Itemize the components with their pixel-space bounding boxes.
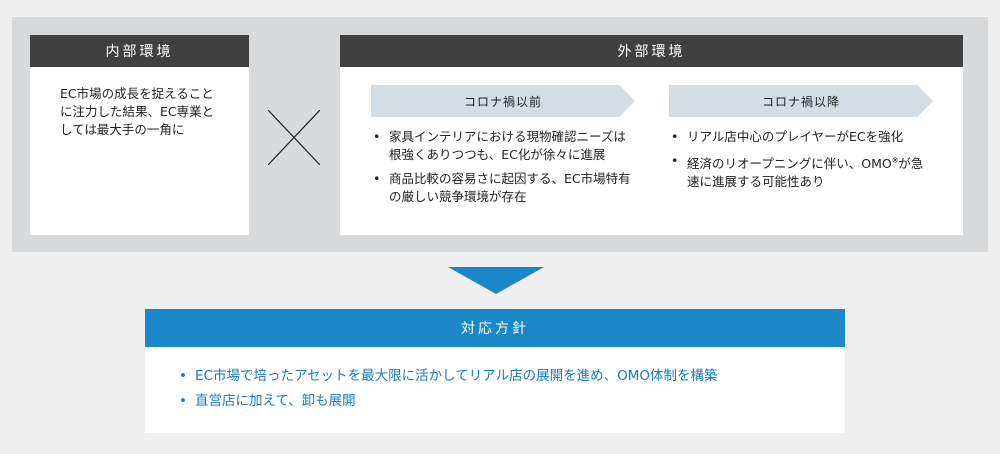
list-item: EC市場で培ったアセットを最大限に活かしてリアル店の展開を進め、OMO体制を構築 [177,367,718,386]
external-environment-box: 外部環境 コロナ禍以前 家具インテリアにおける現物確認ニーズは根強くありつつも、… [340,35,963,235]
down-arrow-icon [448,267,544,294]
footnote-mark: ※ [891,156,899,165]
internal-environment-box: 内部環境 EC市場の成長を捉えることに注力した結果、EC専業としては最大手の一角… [30,35,249,235]
before-covid-list: 家具インテリアにおける現物確認ニーズは根強くありつつも、EC化が徐々に進展 商品… [371,128,633,212]
policy-box: 対応方針 EC市場で培ったアセットを最大限に活かしてリアル店の展開を進め、OMO… [145,309,845,433]
after-covid-list: リアル店中心のプレイヤーがECを強化 経済のリオープニングに伴い、OMO※が急速… [669,128,931,197]
after-covid-chevron: コロナ禍以降 [669,85,933,117]
list-item: 直営店に加えて、卸も展開 [177,392,718,411]
list-item: リアル店中心のプレイヤーがECを強化 [669,128,931,146]
cross-icon [268,110,320,165]
before-covid-chevron: コロナ禍以前 [371,85,635,117]
list-item: 家具インテリアにおける現物確認ニーズは根強くありつつも、EC化が徐々に進展 [371,128,633,164]
list-item: 商品比較の容易さに起因する、EC市場特有の厳しい競争環境が存在 [371,170,633,206]
internal-header: 内部環境 [30,35,249,67]
policy-list: EC市場で培ったアセットを最大限に活かしてリアル店の展開を進め、OMO体制を構築… [177,367,718,417]
item-text: が急速に進展する可能性あり [687,156,924,190]
external-header: 外部環境 [340,35,963,67]
item-text: 経済のリオープニングに伴い、OMO [687,156,892,172]
policy-header: 対応方針 [145,309,845,347]
internal-text: EC市場の成長を捉えることに注力した結果、EC専業としては最大手の一角に [60,86,215,137]
list-item: 経済のリオープニングに伴い、OMO※が急速に進展する可能性あり [669,152,931,191]
